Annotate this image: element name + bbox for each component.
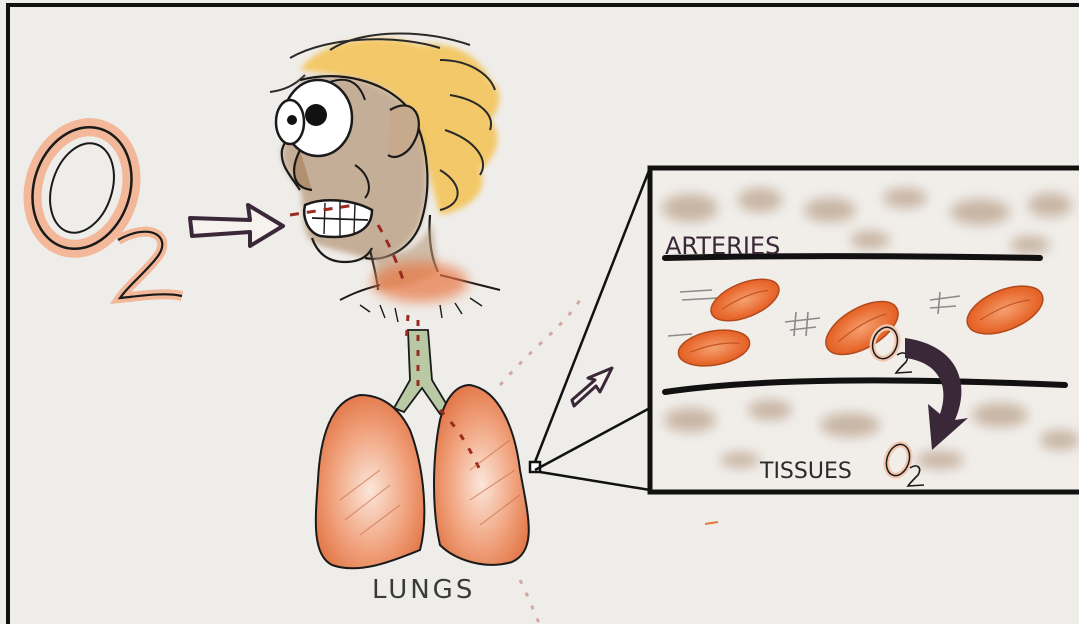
arteries-label: ARTERIES xyxy=(665,232,780,260)
throat-highlight xyxy=(372,262,468,302)
tissues-label: TISSUES xyxy=(759,459,852,484)
lungs-label: LUNGS xyxy=(372,575,475,605)
